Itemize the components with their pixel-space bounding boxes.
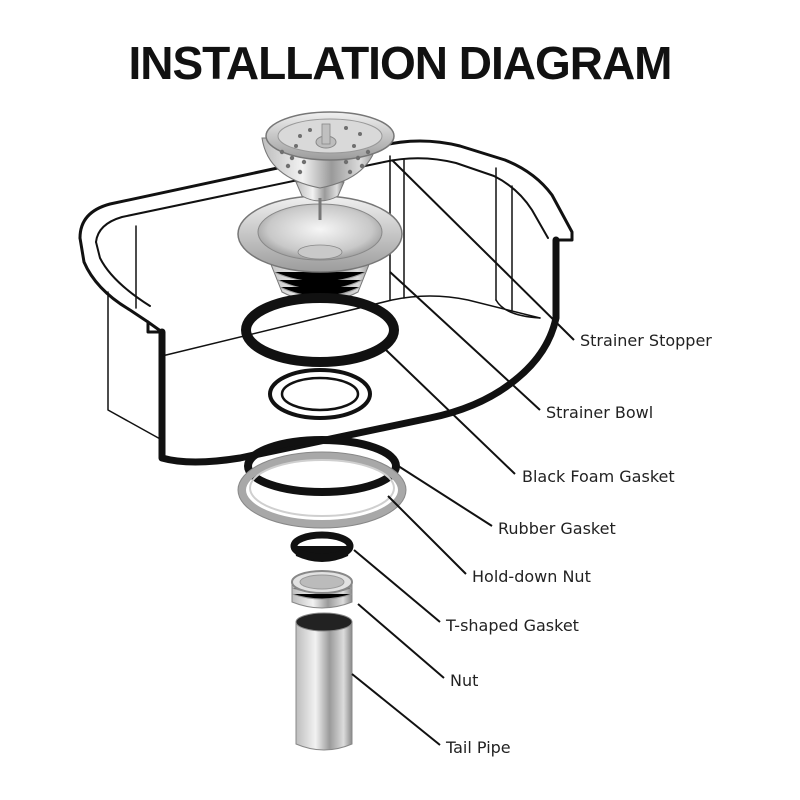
label-t-shaped-gasket: T-shaped Gasket <box>445 616 579 635</box>
label-tail-pipe: Tail Pipe <box>445 738 511 757</box>
label-strainer-bowl: Strainer Bowl <box>546 403 653 422</box>
label-black-foam-gasket: Black Foam Gasket <box>522 467 675 486</box>
drain-hole <box>268 368 372 420</box>
label-nut: Nut <box>450 671 478 690</box>
rubber-gasket-part <box>244 436 400 496</box>
strainer-stopper-part <box>261 111 395 220</box>
black-foam-gasket-part <box>241 293 399 367</box>
label-hold-down-nut: Hold-down Nut <box>472 567 591 586</box>
page-title: INSTALLATION DIAGRAM <box>128 37 672 89</box>
label-rubber-gasket: Rubber Gasket <box>498 519 616 538</box>
label-strainer-stopper: Strainer Stopper <box>580 331 712 350</box>
leader-lines <box>351 159 575 746</box>
nut-part <box>291 570 353 609</box>
t-shaped-gasket-part <box>290 531 354 562</box>
hold-down-nut-part <box>237 451 407 529</box>
strainer-bowl-part <box>237 195 403 303</box>
tail-pipe-part <box>295 612 353 751</box>
